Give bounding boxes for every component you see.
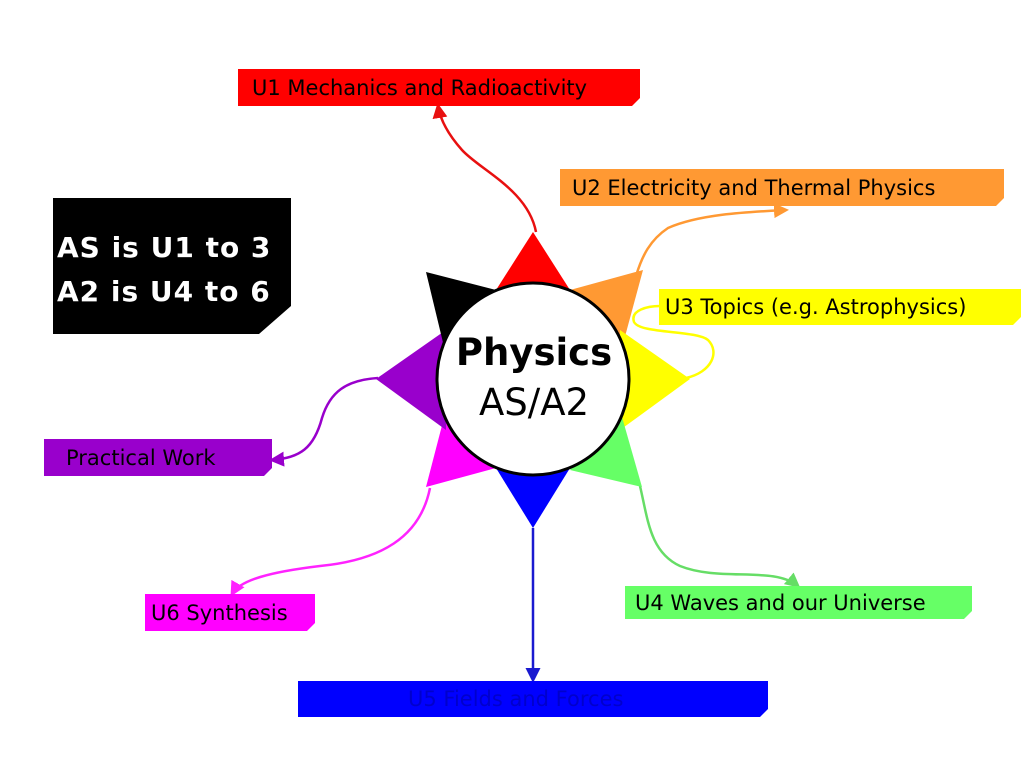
- unit-label-practical-text: Practical Work: [66, 445, 216, 470]
- note-line-2: A2 is U4 to 6: [57, 275, 271, 308]
- unit-label-u4[interactable]: U4 Waves and our Universe: [625, 586, 972, 619]
- unit-label-practical[interactable]: Practical Work: [44, 439, 272, 476]
- connector-u6: [230, 487, 432, 597]
- connector-practical: [269, 376, 379, 467]
- unit-label-u5[interactable]: U5 Fields and Forces: [298, 681, 768, 717]
- unit-label-u4-text: U4 Waves and our Universe: [635, 590, 926, 615]
- unit-label-u2[interactable]: U2 Electricity and Thermal Physics: [560, 169, 1004, 206]
- star-point-red: [496, 232, 570, 290]
- unit-label-u3-text: U3 Topics (e.g. Astrophysics): [665, 295, 967, 319]
- connector-u2: [634, 203, 789, 277]
- note-folded-corner: [259, 306, 291, 334]
- unit-label-u6-text: U6 Synthesis: [151, 600, 288, 625]
- star-point-purple: [376, 330, 446, 430]
- unit-label-u5-text: U5 Fields and Forces: [408, 687, 624, 711]
- connector-u3: [632, 304, 715, 380]
- star-point-magenta: [426, 410, 496, 487]
- unit-label-u1-text: U1 Mechanics and Radioactivity: [252, 75, 588, 100]
- unit-label-u3[interactable]: U3 Topics (e.g. Astrophysics): [659, 289, 1021, 325]
- center-node: Physics AS/A2: [438, 328, 630, 428]
- unit-label-u1[interactable]: U1 Mechanics and Radioactivity: [238, 69, 640, 106]
- center-title: Physics: [455, 331, 613, 374]
- star-point-green: [570, 410, 642, 487]
- center-circle: [435, 281, 631, 477]
- unit-label-u6[interactable]: U6 Synthesis: [145, 594, 315, 631]
- star-point-yellow: [620, 330, 690, 430]
- center-subtitle: AS/A2: [478, 381, 590, 424]
- connector-u1: [432, 103, 538, 233]
- course-structure-note: AS is U1 to 3 A2 is U4 to 6: [53, 198, 291, 334]
- note-line-1: AS is U1 to 3: [57, 231, 272, 264]
- unit-label-u2-text: U2 Electricity and Thermal Physics: [572, 175, 936, 200]
- star-point-blue: [496, 468, 570, 528]
- connector-u4: [638, 485, 801, 588]
